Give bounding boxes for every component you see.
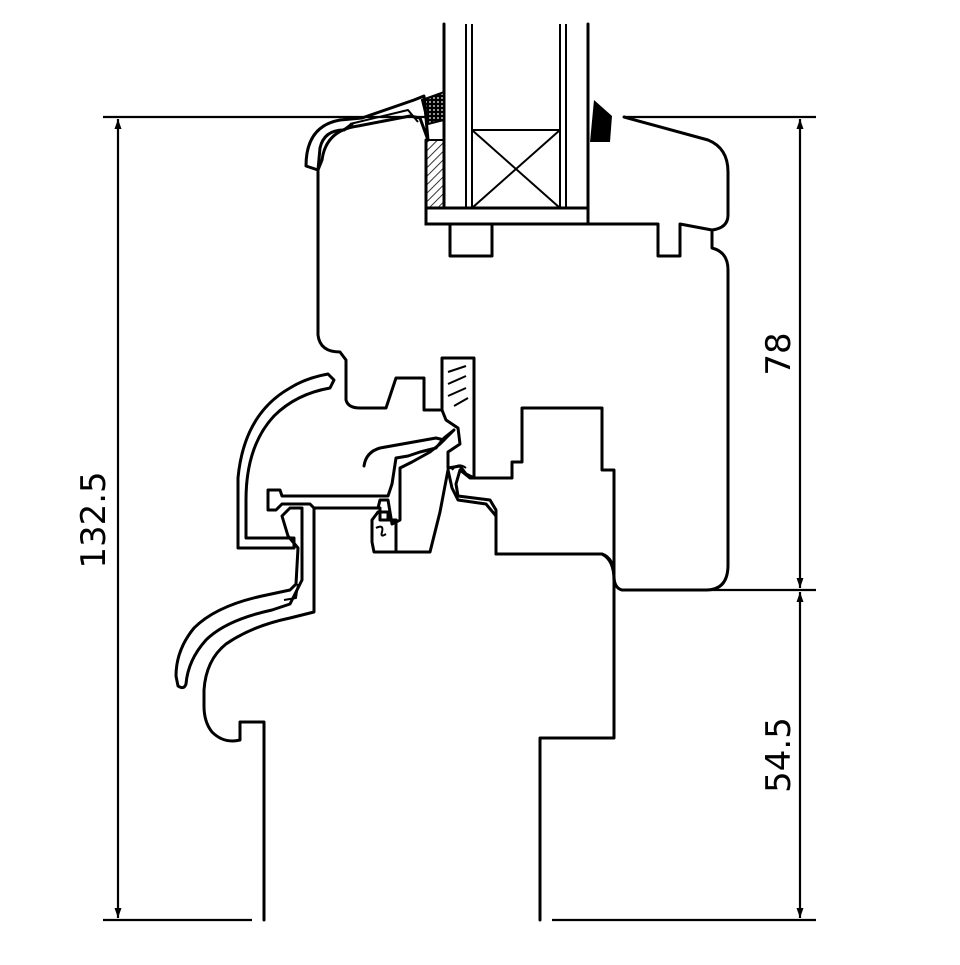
sash-profile xyxy=(454,115,730,592)
sill-drip xyxy=(174,506,304,690)
inner-glazing-seal xyxy=(590,100,612,142)
sash-drip-profile xyxy=(266,428,456,526)
glazing-block xyxy=(424,206,590,226)
glazing-unit xyxy=(424,22,590,226)
glazing-bead xyxy=(304,94,430,172)
glazing-bead-insert xyxy=(425,139,445,209)
dimension-label-sash: 78 xyxy=(759,332,799,375)
dimension-lines: 132.5 78 54.5 xyxy=(74,115,816,922)
frame-profile xyxy=(202,468,616,922)
weather-drip-cap xyxy=(236,372,336,550)
dimension-label-total: 132.5 xyxy=(74,471,114,568)
rebate-gasket xyxy=(440,356,476,480)
dimension-label-frame: 54.5 xyxy=(759,717,799,793)
